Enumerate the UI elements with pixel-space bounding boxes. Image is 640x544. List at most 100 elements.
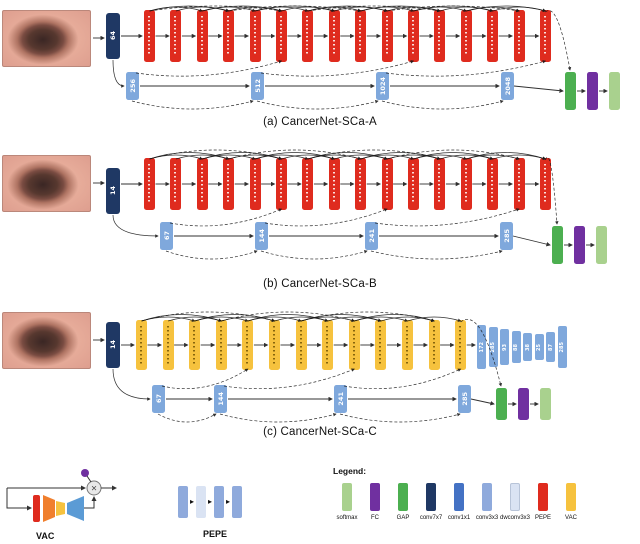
connection-arrow <box>339 413 461 423</box>
connection-arrow <box>202 5 283 13</box>
stage-dim-bar: 67 <box>152 385 165 413</box>
pepe-block <box>223 158 235 210</box>
connection-arrow <box>161 368 249 390</box>
stage-dim-label: 285 <box>502 229 511 243</box>
connection-arrow <box>387 149 520 160</box>
vac-attention-line <box>84 496 97 509</box>
pepe-arrow-icon: ▸ <box>190 497 195 506</box>
dermoscopy-input-image-a <box>2 10 91 67</box>
legend-title: Legend: <box>333 466 367 476</box>
pepe-block <box>196 10 208 62</box>
head-gap-bar <box>496 388 507 420</box>
pepe-block <box>513 10 525 62</box>
connection-arrow <box>307 5 441 13</box>
pepe-block <box>170 158 182 210</box>
pepe-block <box>355 10 367 62</box>
legend-item-FC: FC <box>361 483 389 521</box>
vac-block <box>402 320 413 370</box>
pepe-block <box>355 158 367 210</box>
stage-dim-label: 144 <box>257 229 266 243</box>
vac-block <box>455 320 467 370</box>
pepe-block <box>513 158 525 210</box>
pepe-block <box>408 158 419 210</box>
stage-dim-label: 67 <box>162 231 171 241</box>
legend-label: softmax <box>336 515 358 521</box>
legend-item-softmax: softmax <box>333 483 361 521</box>
legend-label: PEPE <box>534 515 551 521</box>
pepe-module-diagram: ▸ ▸ ▸ <box>178 486 243 518</box>
connection-arrow <box>260 60 415 77</box>
stage-dim-label: 144 <box>216 392 225 406</box>
pepe-block <box>460 158 472 210</box>
pepe-block <box>223 10 235 62</box>
vac-encoder-trapezoid <box>43 495 55 522</box>
vac-block <box>322 320 334 370</box>
stage-dim-bar: 144 <box>214 385 227 413</box>
input-conv-bar-b: 14 <box>106 168 120 214</box>
pepe-block <box>276 10 287 62</box>
connection-arrow <box>228 149 362 160</box>
stage-dim-label: 285 <box>460 392 469 406</box>
tail-dim-label: 88 <box>513 343 519 351</box>
legend-label: FC <box>371 515 379 521</box>
head-gap-bar <box>565 72 576 110</box>
connection-arrow <box>307 5 388 13</box>
connection-arrow <box>149 5 283 13</box>
legend-item-conv1x1: conv1x1 <box>445 483 473 521</box>
legend-color-bar <box>510 483 520 511</box>
legend-label: conv7x7 <box>419 515 443 521</box>
tail-dim-bar: 88 <box>511 331 521 363</box>
pepe-block <box>487 10 499 62</box>
vac-block <box>215 320 227 370</box>
connection-arrow <box>466 152 547 160</box>
head-softmax-bar <box>609 72 620 110</box>
pepe-block <box>487 158 499 210</box>
stage-dim-label: 1024 <box>378 76 387 96</box>
pepe-block <box>196 158 208 210</box>
pepe-block <box>434 158 446 210</box>
stage-dim-label: 241 <box>336 392 345 406</box>
tail-dim-label: 285 <box>559 341 565 353</box>
tail-dim-label: 285 <box>490 341 496 353</box>
connection-arrow <box>165 250 258 260</box>
pepe-arrow-icon: ▸ <box>226 497 231 506</box>
connection-arrow <box>141 311 276 322</box>
vac-block <box>242 320 254 370</box>
vac-multiply-icon: × <box>91 484 97 495</box>
pepe-block <box>434 10 446 62</box>
connection-arrow <box>247 314 329 322</box>
legend-item-dwconv3x3: dwconv3x3 <box>500 483 530 521</box>
legend-label: VAC <box>565 515 577 521</box>
pepe-block <box>170 10 182 62</box>
input-conv-bar-c: 14 <box>106 322 120 368</box>
legend-color-bar <box>538 483 548 511</box>
stage-dim-label: 2048 <box>503 76 512 96</box>
connection-arrow <box>149 5 230 13</box>
stage-dim-label: 256 <box>128 79 137 93</box>
connection-arrow <box>413 5 494 13</box>
caption-cancernet-sca-b: (b) CancerNet-SCa-B <box>263 278 377 290</box>
tail-dim-label: 93 <box>501 343 508 351</box>
pepe-block <box>144 158 155 210</box>
vac-block <box>375 320 387 370</box>
stage-dim-bar: 241 <box>334 385 347 413</box>
connection-arrow <box>413 152 494 160</box>
pepe-block <box>381 158 393 210</box>
pepe-arrow-icon: ▸ <box>208 497 213 506</box>
tail-dim-bar: 25 <box>534 334 544 360</box>
stage-dim-bar: 241 <box>365 222 378 250</box>
legend-color-bar <box>342 483 352 511</box>
tail-dim-label: 172 <box>478 341 485 353</box>
connection-arrow <box>470 398 495 406</box>
pepe-layer-bar <box>232 486 243 518</box>
stage-dim-bar: 67 <box>160 222 173 250</box>
legend-label: conv3x3 <box>475 515 499 521</box>
legend-color-bar <box>426 483 436 511</box>
connection-arrow <box>149 149 283 160</box>
pepe-block <box>328 10 340 62</box>
connection-arrow <box>256 100 379 110</box>
stage-dim-bar: 1024 <box>376 72 389 100</box>
